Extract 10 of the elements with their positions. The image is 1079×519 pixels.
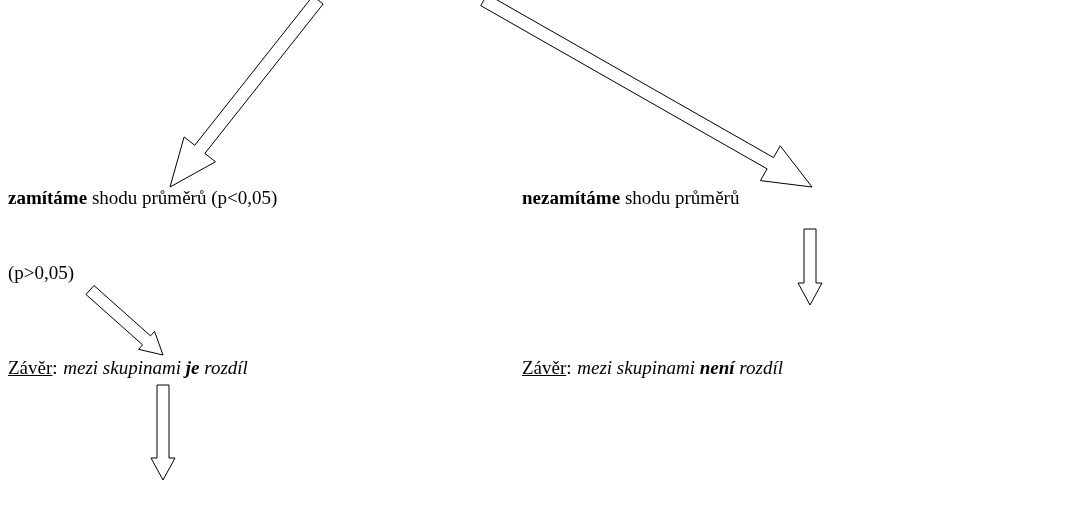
text-label: zamítáme shodu průměrů (p<0,05) [8, 187, 278, 209]
hollow-arrow [797, 228, 823, 306]
text-label: nezamítáme shodu průměrů [522, 187, 740, 209]
text-label: (p>0,05) [8, 262, 75, 284]
hollow-arrow [85, 285, 164, 356]
hollow-arrow [169, 0, 324, 188]
text-label: Závěr: mezi skupinami není rozdíl [522, 357, 783, 379]
hollow-arrow [480, 0, 813, 188]
text-label: Závěr: mezi skupinami je rozdíl [8, 357, 248, 379]
hollow-arrow [150, 384, 176, 481]
